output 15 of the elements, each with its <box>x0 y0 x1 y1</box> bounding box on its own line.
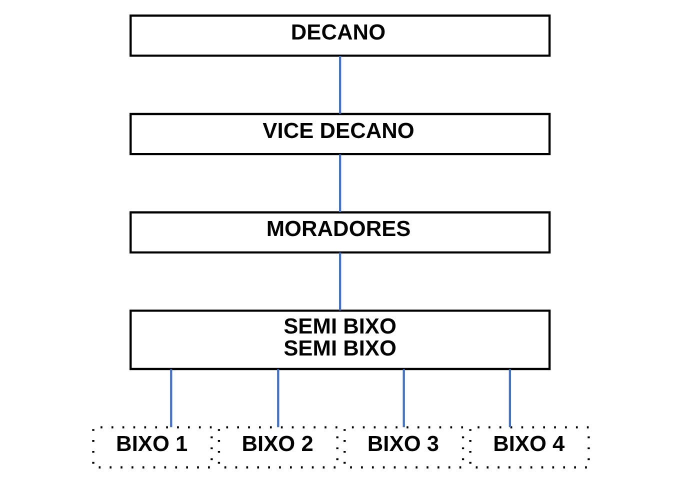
node-box: SEMI BIXO SEMI BIXO <box>129 310 550 370</box>
connector <box>402 369 404 428</box>
node-box: BIXO 1 <box>92 426 212 468</box>
node-box: BIXO 2 <box>217 426 338 468</box>
connector <box>338 56 341 114</box>
node-box: DECANO <box>129 14 550 57</box>
connector <box>338 154 341 212</box>
connector <box>170 369 172 428</box>
node-box: VICE DECANO <box>129 112 550 156</box>
node-box: MORADORES <box>129 211 550 254</box>
node-box: BIXO 3 <box>343 426 464 468</box>
connector <box>508 369 511 428</box>
connector <box>338 252 341 310</box>
connector <box>276 369 279 428</box>
node-box: BIXO 4 <box>468 426 590 468</box>
